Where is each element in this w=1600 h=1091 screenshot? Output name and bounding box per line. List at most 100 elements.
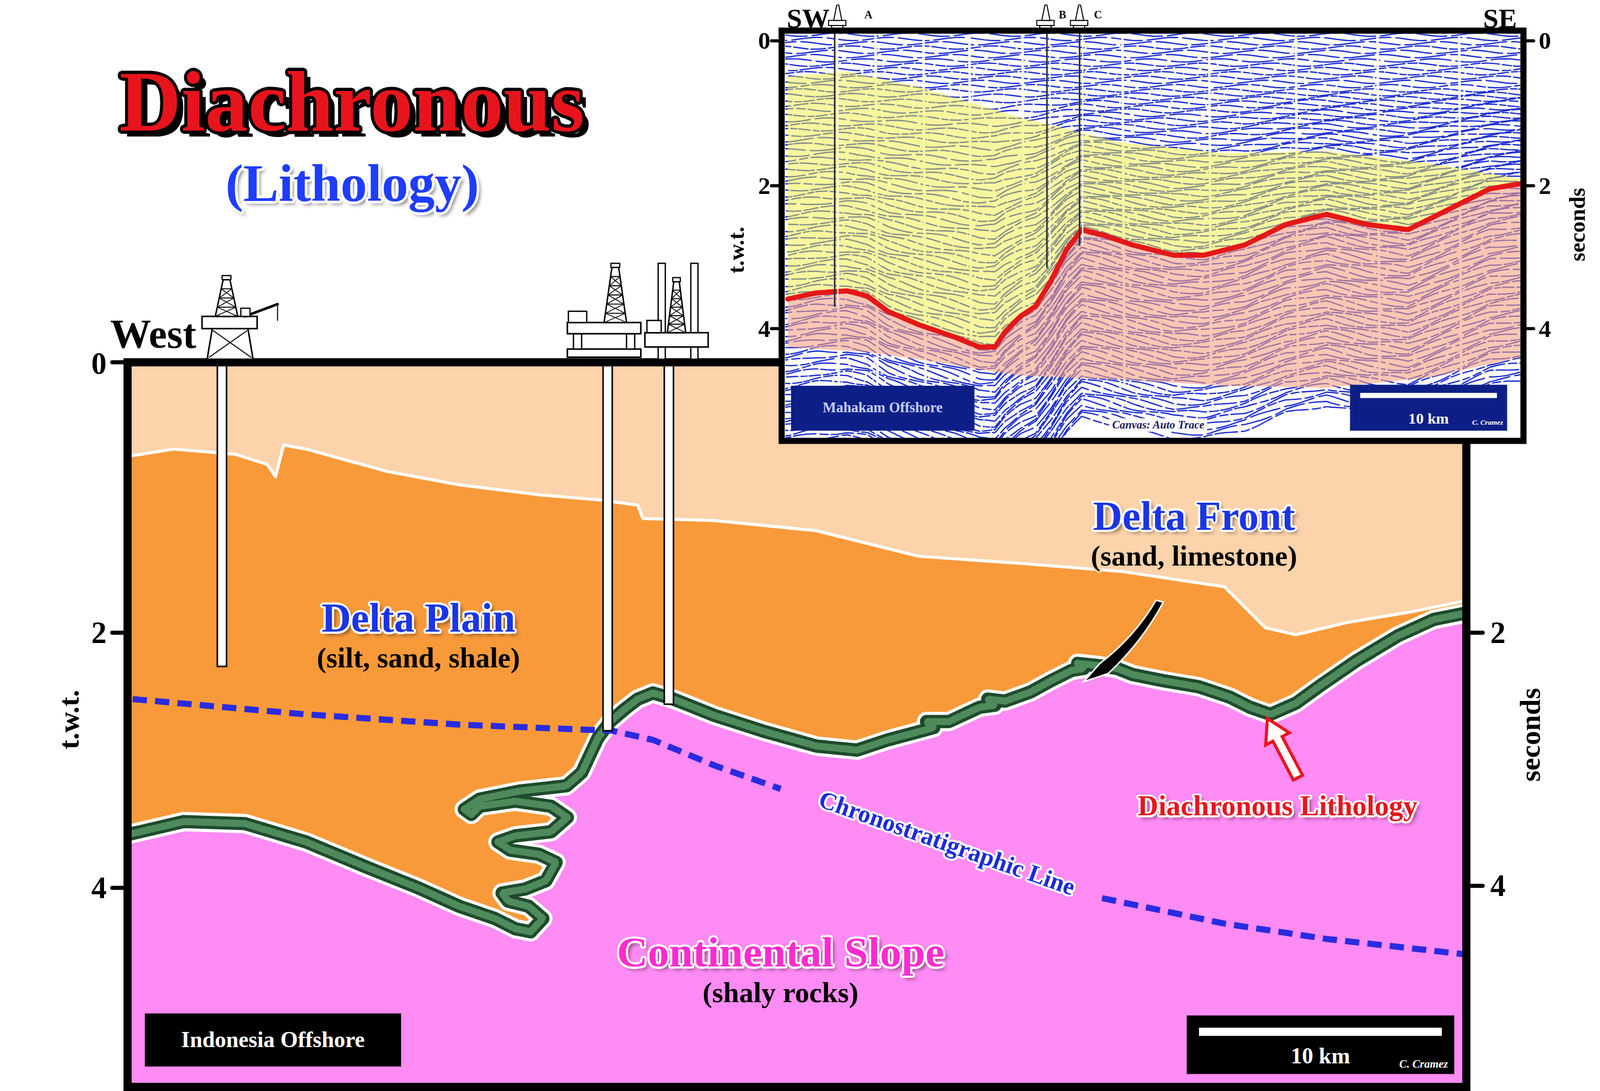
derrick-brace [606, 303, 626, 314]
callout-arrow [1083, 600, 1164, 683]
band-edge [127, 612, 1467, 932]
well-label: B [1058, 8, 1067, 21]
derrick [667, 281, 686, 333]
mini-rig-deck [1036, 20, 1054, 26]
derrick-brace [670, 306, 683, 308]
derrick-brace [607, 286, 622, 296]
scale-box: 10 km C. Cramez [1350, 384, 1508, 431]
axis-tick [1523, 184, 1534, 188]
derrick-brace [610, 276, 620, 278]
seismic-reflector [785, 46, 1521, 50]
derrick-brace [604, 313, 626, 323]
facies-region: Delta Front(sand, limestone) [1090, 494, 1298, 572]
seismic-texture [785, 33, 1521, 438]
axis-number: 2 [91, 617, 107, 649]
delta-plain-area [127, 444, 1467, 1087]
seismic-well [1078, 33, 1081, 245]
location-box: Mahakam Offshore [791, 385, 975, 431]
lower-unit-overlay [787, 183, 1521, 388]
seismic-reflector [785, 41, 1521, 45]
seismic-reflector [785, 62, 1521, 67]
seismic-reflector [785, 37, 1521, 41]
derrick-brace [217, 306, 236, 308]
node-note: C. Cramez [1472, 419, 1504, 429]
direction-label: West [109, 314, 197, 355]
node-note: (silt, sand, shale) [316, 642, 521, 675]
seismic-inset [771, 4, 1534, 512]
section-fill [127, 362, 1467, 1088]
jackup-hull [644, 332, 709, 347]
seismic-reflector [785, 374, 1521, 438]
node-heading: Delta Plain [316, 596, 521, 642]
derrick-brace [672, 290, 682, 300]
mini-rig-leg [831, 25, 833, 31]
credit-note: Canvas: Auto Trace [1109, 417, 1208, 431]
derrick-brace [610, 276, 622, 287]
derrick-brace [607, 294, 623, 296]
crane-cab [240, 308, 250, 317]
jacket-brace [213, 330, 252, 358]
column [573, 333, 582, 349]
derrick-brace [607, 294, 624, 304]
band-fill [127, 612, 1467, 932]
axis-tick [1523, 39, 1534, 43]
derrick-brace [605, 303, 624, 314]
mini-rig-leg [1072, 25, 1074, 31]
rig-building [568, 311, 587, 323]
seismic-reflector [785, 71, 1521, 75]
axis-title: t.w.t. [725, 226, 748, 274]
drilling-rigs [202, 263, 709, 360]
seismic-well [1046, 33, 1048, 268]
axis-tick [112, 885, 128, 891]
facies-region: Continental Slope(shaly rocks) [616, 928, 944, 1009]
rig-deck [567, 322, 641, 334]
diagram-title: Diachronous [119, 59, 585, 145]
facies-region: Delta Plain(silt, sand, shale) [316, 596, 521, 674]
scale-box: 10 kmC. Cramez [1186, 1015, 1454, 1074]
axis-tick [112, 360, 128, 365]
axis-tick [112, 630, 128, 636]
axis-tick [1523, 327, 1534, 331]
seismic-horizon [787, 183, 1521, 347]
axis-tick [1466, 884, 1483, 889]
derrick-brace [668, 315, 684, 325]
callout-arrow [1265, 718, 1303, 781]
node-heading: Continental Slope [616, 928, 944, 977]
axis-number: 2 [1538, 173, 1552, 198]
mini-derrick [1041, 4, 1051, 21]
derrick-brace [609, 276, 621, 287]
derrick-brace [671, 298, 682, 300]
rig-building [646, 320, 662, 334]
mini-rig-deck [828, 20, 846, 26]
derrick-brace [609, 286, 624, 296]
derrick-top [222, 275, 231, 281]
derrick-brace [221, 288, 232, 290]
node-heading: 10 km [1408, 410, 1449, 429]
seismic-reflector [785, 59, 1521, 63]
well-bore [664, 362, 674, 705]
well-bore [603, 362, 613, 731]
chronostratigraphic-line [132, 699, 781, 790]
axis-title: t.w.t. [55, 689, 84, 750]
axis-number: 0 [758, 28, 771, 54]
callout-label: Diachronous Lithology [1137, 792, 1418, 821]
node-heading: Indonesia Offshore [180, 1027, 365, 1053]
derrick-brace [672, 289, 681, 291]
axis-number: 4 [91, 872, 107, 904]
crane-hook [276, 303, 278, 321]
seismic-well [1049, 33, 1051, 268]
derrick-brace [217, 298, 235, 308]
well-label: C [1093, 8, 1103, 21]
well-label: A [864, 8, 873, 21]
seismic-reflector [785, 75, 1521, 80]
axis-tick [771, 327, 782, 331]
mini-rig-leg [1050, 25, 1052, 31]
axis-number: 4 [1490, 870, 1506, 902]
location-box: Indonesia Offshore [144, 1013, 401, 1067]
derrick [215, 279, 238, 317]
diachronous-band [127, 612, 1467, 932]
axis-number: 0 [1538, 28, 1552, 54]
node-note: (shaly rocks) [616, 976, 944, 1009]
derrick-brace [670, 307, 684, 316]
axis-tick [1466, 630, 1483, 636]
